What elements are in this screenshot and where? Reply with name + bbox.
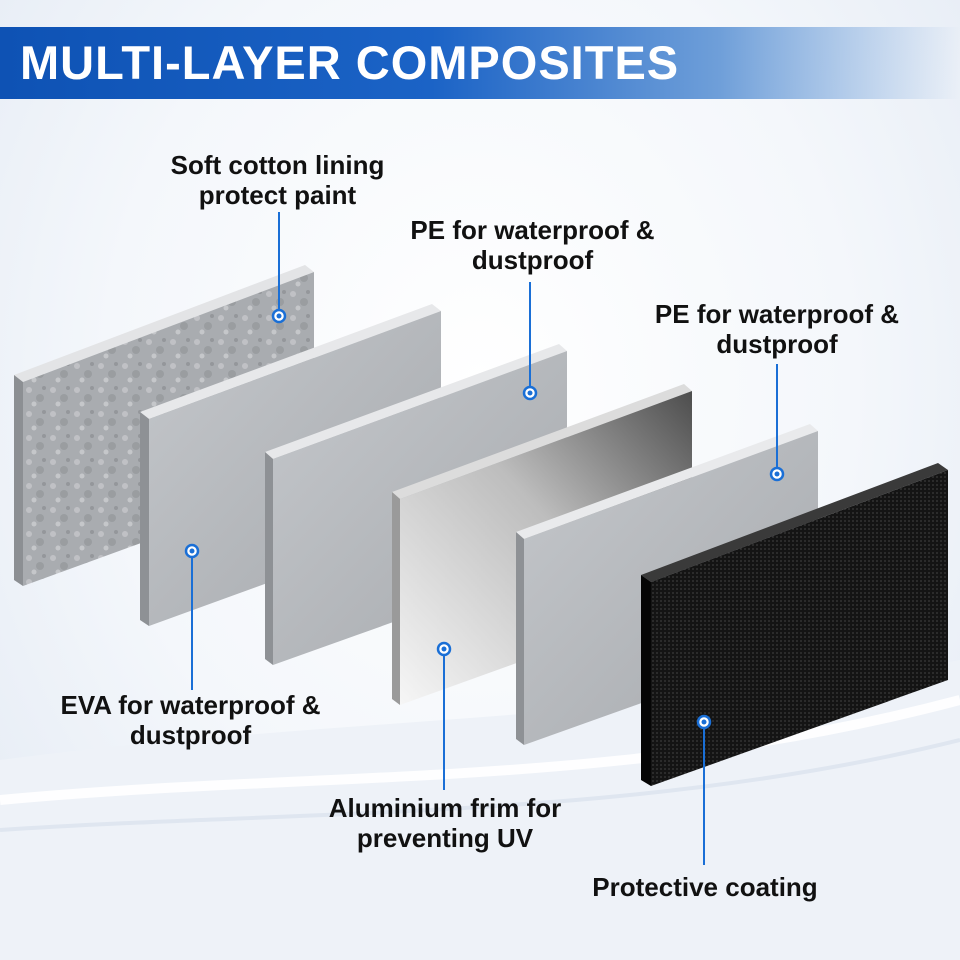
leader-pe-1	[522, 282, 538, 401]
leader-coating	[696, 714, 712, 865]
leader-cotton	[271, 212, 287, 324]
label-pe-1-line-2: dustproof	[471, 245, 594, 275]
protective-coating-plate	[641, 463, 948, 786]
label-eva: EVA for waterproof & dustproof	[33, 690, 348, 750]
label-pe-1: PE for waterproof & dustproof	[375, 215, 690, 275]
page-title: MULTI-LAYER COMPOSITES	[20, 36, 680, 89]
label-protective-coating: Protective coating	[565, 872, 845, 902]
label-pe-2: PE for waterproof & dustproof	[622, 299, 932, 359]
label-pe-2-line-2: dustproof	[716, 329, 838, 359]
leader-aluminium	[436, 641, 452, 790]
label-cotton-line-2: protect paint	[198, 180, 357, 210]
label-pe-1-line-1: PE for waterproof &	[410, 215, 655, 245]
label-aluminium: Aluminium frim for preventing UV	[300, 793, 590, 853]
leader-eva	[184, 543, 200, 690]
label-eva-line-2: dustproof	[129, 720, 252, 750]
label-pe-2-line-1: PE for waterproof &	[654, 299, 900, 329]
label-aluminium-line-1: Aluminium frim for	[328, 793, 562, 823]
label-aluminium-line-2: preventing UV	[356, 823, 534, 853]
label-coating-line-1: Protective coating	[592, 872, 818, 902]
label-cotton-line-1: Soft cotton lining	[170, 150, 385, 180]
label-cotton-lining: Soft cotton lining protect paint	[140, 150, 415, 210]
label-eva-line-1: EVA for waterproof &	[60, 690, 321, 720]
title-banner: MULTI-LAYER COMPOSITES	[0, 27, 960, 99]
leader-pe-2	[769, 364, 785, 482]
